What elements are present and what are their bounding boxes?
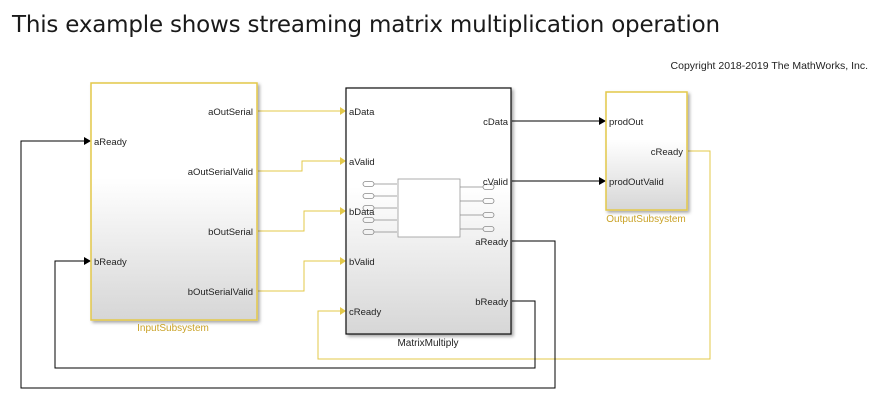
port-label: bValid: [349, 257, 375, 268]
arrow-icon: [340, 107, 346, 115]
port-label: bData: [349, 207, 375, 218]
port-label: aOutSerialValid: [188, 167, 253, 178]
port-label: cValid: [483, 177, 508, 188]
block-name-label: InputSubsystem: [137, 323, 209, 334]
arrow-icon: [84, 257, 91, 265]
port-label: bOutSerial: [208, 227, 253, 238]
block-name-label: OutputSubsystem: [606, 214, 685, 225]
arrow-icon: [599, 177, 606, 185]
port-label: aReady: [475, 237, 508, 248]
port-label: bOutSerialValid: [188, 287, 253, 298]
signal-bOutSerialValid-bValid[interactable]: [258, 260, 340, 292]
port-label: aOutSerial: [208, 107, 253, 118]
port-label: cReady: [651, 147, 683, 158]
arrow-icon: [599, 117, 606, 125]
output-subsystem-block[interactable]: prodOut prodOutValid cReady OutputSubsys…: [605, 91, 688, 225]
signal-aReady-feedback[interactable]: [20, 140, 556, 389]
port-label: aValid: [349, 157, 375, 168]
input-subsystem-block[interactable]: aReady bReady aOutSerial aOutSerialValid…: [90, 82, 258, 334]
page-title: This example shows streaming matrix mult…: [12, 12, 720, 38]
port-label: aData: [349, 107, 375, 118]
port-label: aReady: [94, 137, 127, 148]
signal-lines: [20, 107, 711, 389]
signal-aOutSerialValid-aValid[interactable]: [258, 160, 340, 172]
matrix-multiply-block[interactable]: aData aValid bData bValid cReady cData c…: [345, 87, 512, 349]
arrow-icon: [340, 157, 346, 165]
signal-bOutSerial-bData[interactable]: [258, 210, 340, 232]
signal-cReady-feedback[interactable]: [317, 150, 711, 360]
copyright-notice: Copyright 2018-2019 The MathWorks, Inc.: [670, 60, 868, 72]
arrow-icon: [340, 307, 346, 315]
port-label: prodOutValid: [609, 177, 664, 188]
port-label: bReady: [94, 257, 127, 268]
block-name-label: MatrixMultiply: [397, 338, 458, 349]
subsystem-icon: [362, 178, 495, 238]
arrow-icon: [340, 257, 346, 265]
signal-bReady-feedback[interactable]: [54, 260, 536, 369]
port-label: bReady: [475, 297, 508, 308]
arrow-icon: [340, 207, 346, 215]
port-label: prodOut: [609, 117, 644, 128]
port-label: cData: [483, 117, 509, 128]
port-label: cReady: [349, 307, 381, 318]
arrow-icon: [84, 137, 91, 145]
